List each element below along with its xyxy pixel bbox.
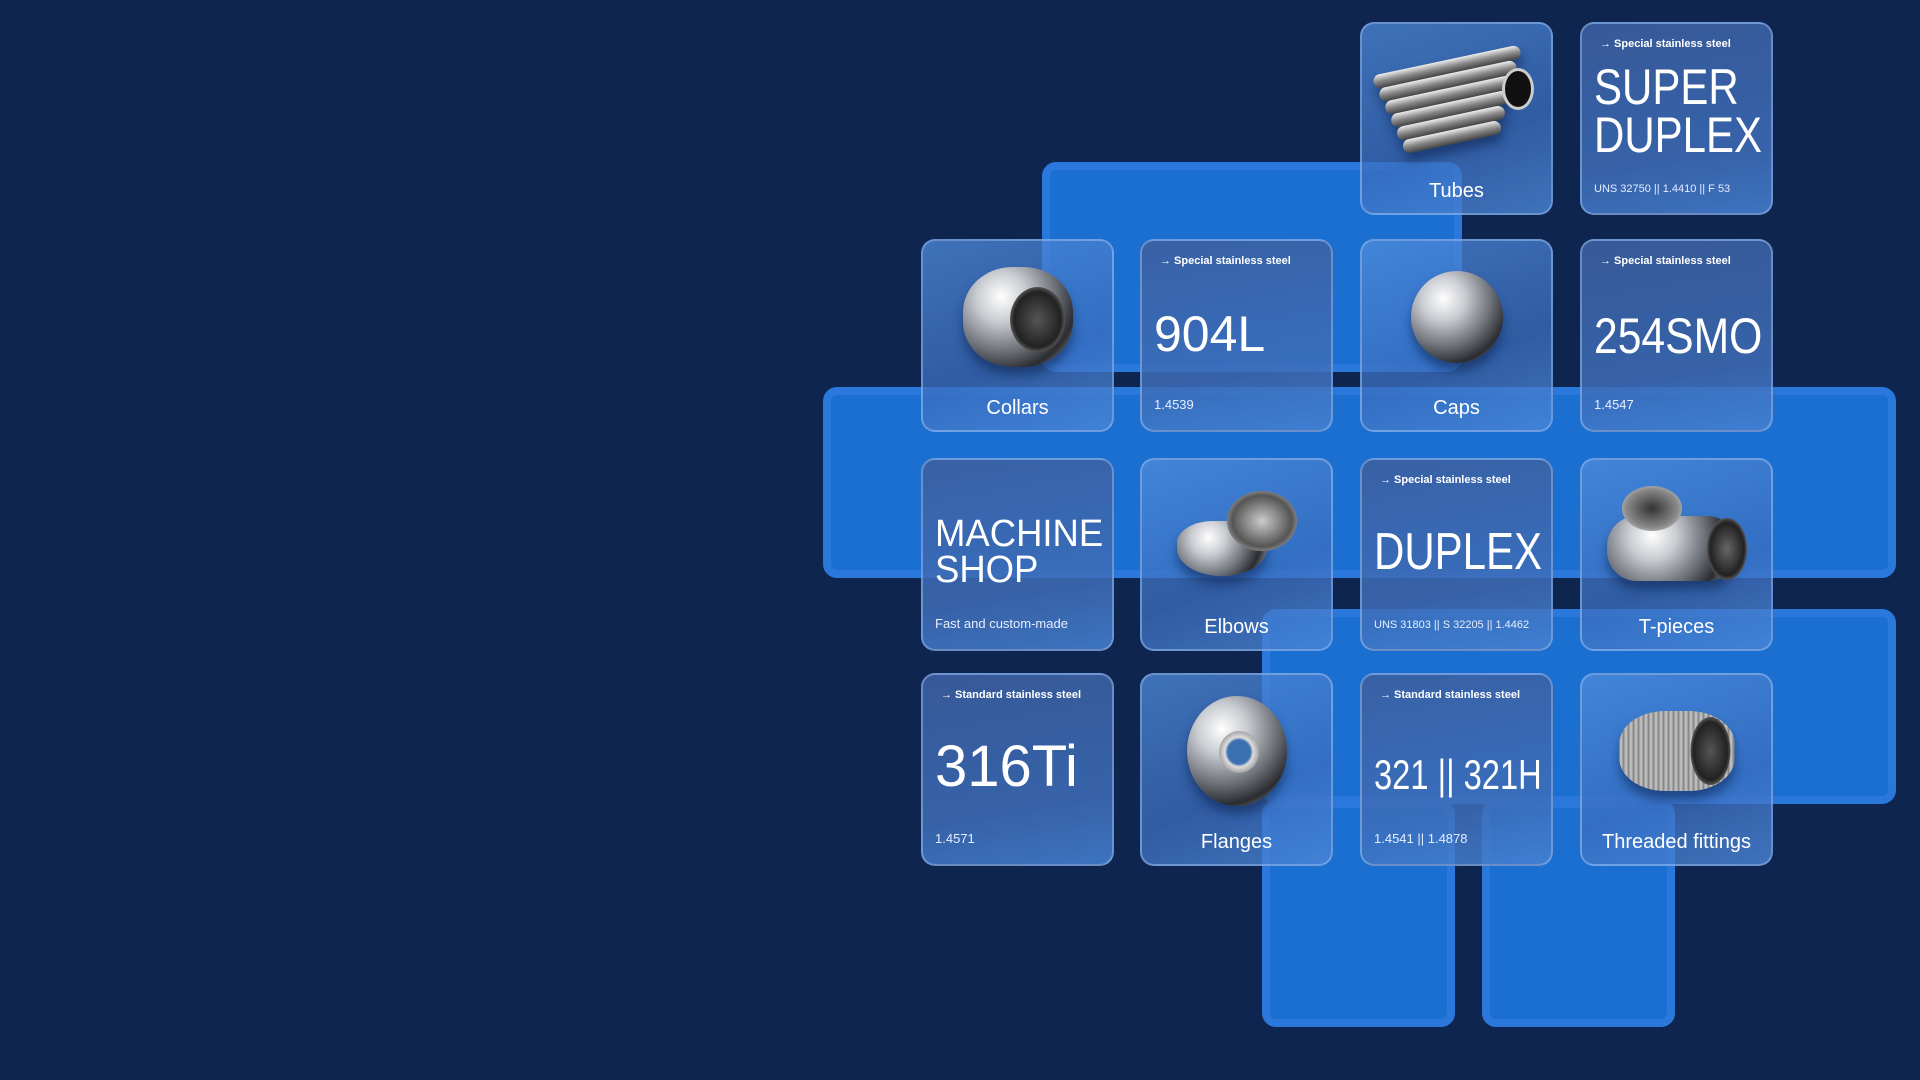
category-tag: → Standard stainless steel [941,689,1081,701]
material-title: SUPER DUPLEX [1594,59,1763,163]
collar-icon [962,266,1073,367]
card-label: Caps [1433,397,1480,419]
category-tag: → Special stainless steel [1600,255,1731,267]
material-codes: 1.4571 [935,831,975,846]
material-title: 316Ti [935,734,1078,799]
tubes-icon [1371,44,1542,154]
category-tag: → Special stainless steel [1380,474,1511,486]
category-tag: → Special stainless steel [1160,255,1291,267]
card-t-pieces[interactable]: T-pieces [1580,458,1773,651]
category-tag: → Standard stainless steel [1380,689,1520,701]
material-title: MACHINE SHOP [935,513,1104,592]
card-321-321h[interactable]: → Standard stainless steel 321 || 321H 1.… [1360,673,1553,866]
card-threaded-fittings[interactable]: Threaded fittings [1580,673,1773,866]
card-flanges[interactable]: Flanges [1140,673,1333,866]
card-label: Elbows [1204,616,1269,638]
background-block [1262,609,1896,804]
card-label: Flanges [1200,831,1273,853]
card-254smo[interactable]: → Special stainless steel 254SMO 1.4547 [1580,239,1773,432]
category-tag: → Special stainless steel [1600,38,1731,50]
card-316ti[interactable]: → Standard stainless steel 316Ti 1.4571 [921,673,1114,866]
material-codes: 1.4539 [1154,397,1194,412]
card-caps[interactable]: Caps [1360,239,1553,432]
t-piece-icon [1606,485,1747,586]
card-label: Collars [986,397,1049,419]
flange-icon [1186,695,1287,806]
threaded-fitting-icon [1619,710,1734,791]
material-codes: Fast and custom-made [935,616,1068,631]
material-codes: 1.4547 [1594,397,1634,412]
material-title: 904L [1154,306,1266,362]
card-label: Threaded fittings [1602,831,1751,853]
card-label: Tubes [1429,180,1484,202]
elbow-icon [1176,490,1297,581]
material-codes: 1.4541 || 1.4878 [1374,831,1468,846]
material-title: DUPLEX [1374,523,1543,581]
card-machine-shop[interactable]: MACHINE SHOP Fast and custom-made [921,458,1114,651]
material-title: 254SMO [1594,308,1763,364]
material-codes: UNS 32750 || 1.4410 || F 53 [1594,183,1731,195]
card-label: T-pieces [1638,616,1715,638]
card-collars[interactable]: Collars [921,239,1114,432]
material-codes: UNS 31803 || S 32205 || 1.4462 [1374,619,1530,631]
material-title: 321 || 321H [1374,751,1542,798]
card-tubes[interactable]: Tubes [1360,22,1553,215]
card-904l[interactable]: → Special stainless steel 904L 1.4539 [1140,239,1333,432]
cap-icon [1410,270,1503,363]
card-elbows[interactable]: Elbows [1140,458,1333,651]
